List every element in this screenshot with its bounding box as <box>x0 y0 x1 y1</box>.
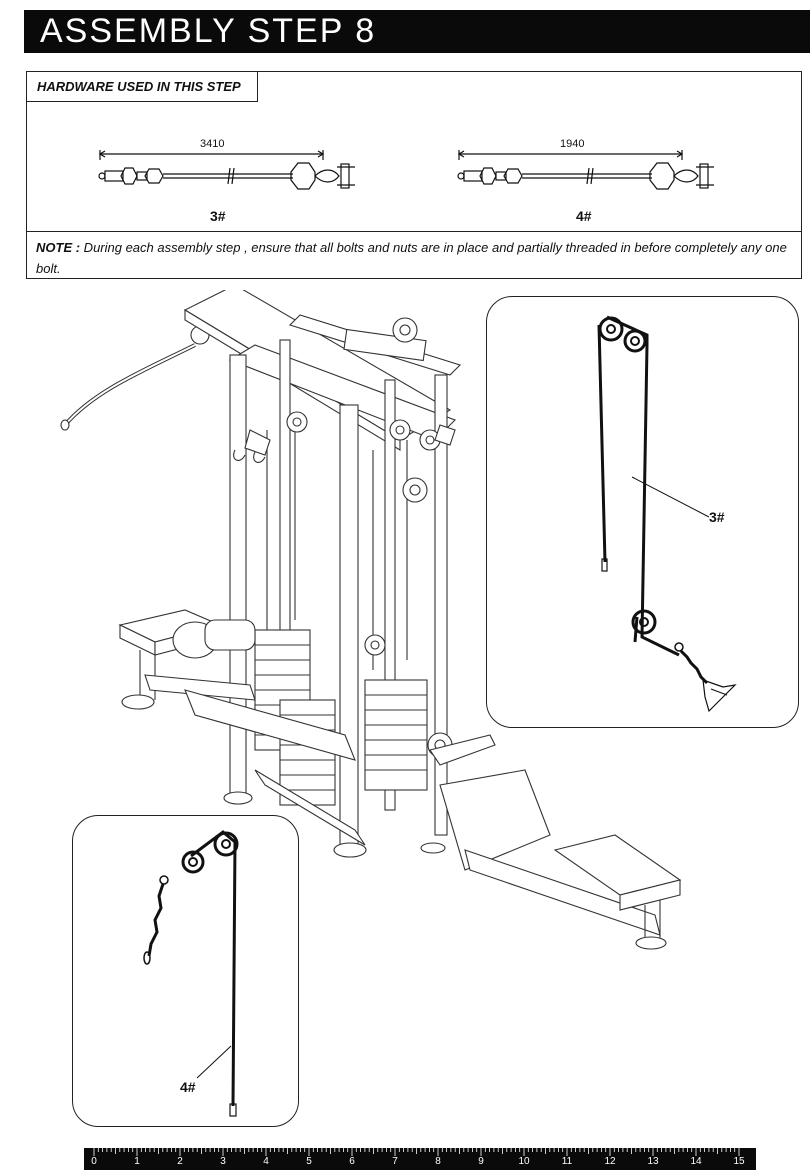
ruler-number: 14 <box>690 1156 702 1167</box>
ruler-number: 0 <box>91 1156 97 1167</box>
ruler-number: 3 <box>220 1156 226 1167</box>
ruler-number: 13 <box>647 1156 659 1167</box>
ruler-number: 1 <box>134 1156 140 1167</box>
hardware-divider <box>27 231 801 232</box>
ruler-number: 8 <box>435 1156 441 1167</box>
callout-4: 4# <box>180 1079 196 1095</box>
hardware-box: HARDWARE USED IN THIS STEP 3410 3# 1940 <box>26 71 802 279</box>
ruler-number: 4 <box>263 1156 269 1167</box>
cable-3-icon <box>98 150 355 190</box>
cable-3-routing-drawing <box>597 315 737 713</box>
note-body: During each assembly step , ensure that … <box>36 240 787 276</box>
part-number-4: 4# <box>576 208 592 224</box>
multi-station-gym-drawing <box>60 290 682 950</box>
left-inset-cable-4: 4# <box>72 815 299 1127</box>
ruler-number: 5 <box>306 1156 312 1167</box>
ruler-number: 2 <box>177 1156 183 1167</box>
ruler-number: 6 <box>349 1156 355 1167</box>
ruler-number: 10 <box>518 1156 530 1167</box>
part-number-3: 3# <box>210 208 226 224</box>
ruler-number: 7 <box>392 1156 398 1167</box>
right-inset-cable-3: 3# <box>486 296 799 728</box>
title-bar: ASSEMBLY STEP 8 <box>24 10 810 53</box>
dimension-label-3: 3410 <box>200 138 225 150</box>
ruler-number: 9 <box>478 1156 484 1167</box>
callout-3: 3# <box>709 509 725 525</box>
cable-4-icon <box>457 150 714 190</box>
ruler-number: 12 <box>604 1156 616 1167</box>
page-title: ASSEMBLY STEP 8 <box>40 12 377 50</box>
note-text: NOTE : During each assembly step , ensur… <box>36 237 796 279</box>
cable-4-routing-drawing <box>143 830 239 1117</box>
ruler-number: 15 <box>733 1156 745 1167</box>
ruler-ticks <box>93 1148 740 1156</box>
note-prefix: NOTE : <box>36 240 81 255</box>
dimension-label-4: 1940 <box>560 138 585 150</box>
ruler-number: 11 <box>561 1156 573 1167</box>
hardware-label: HARDWARE USED IN THIS STEP <box>27 72 258 102</box>
